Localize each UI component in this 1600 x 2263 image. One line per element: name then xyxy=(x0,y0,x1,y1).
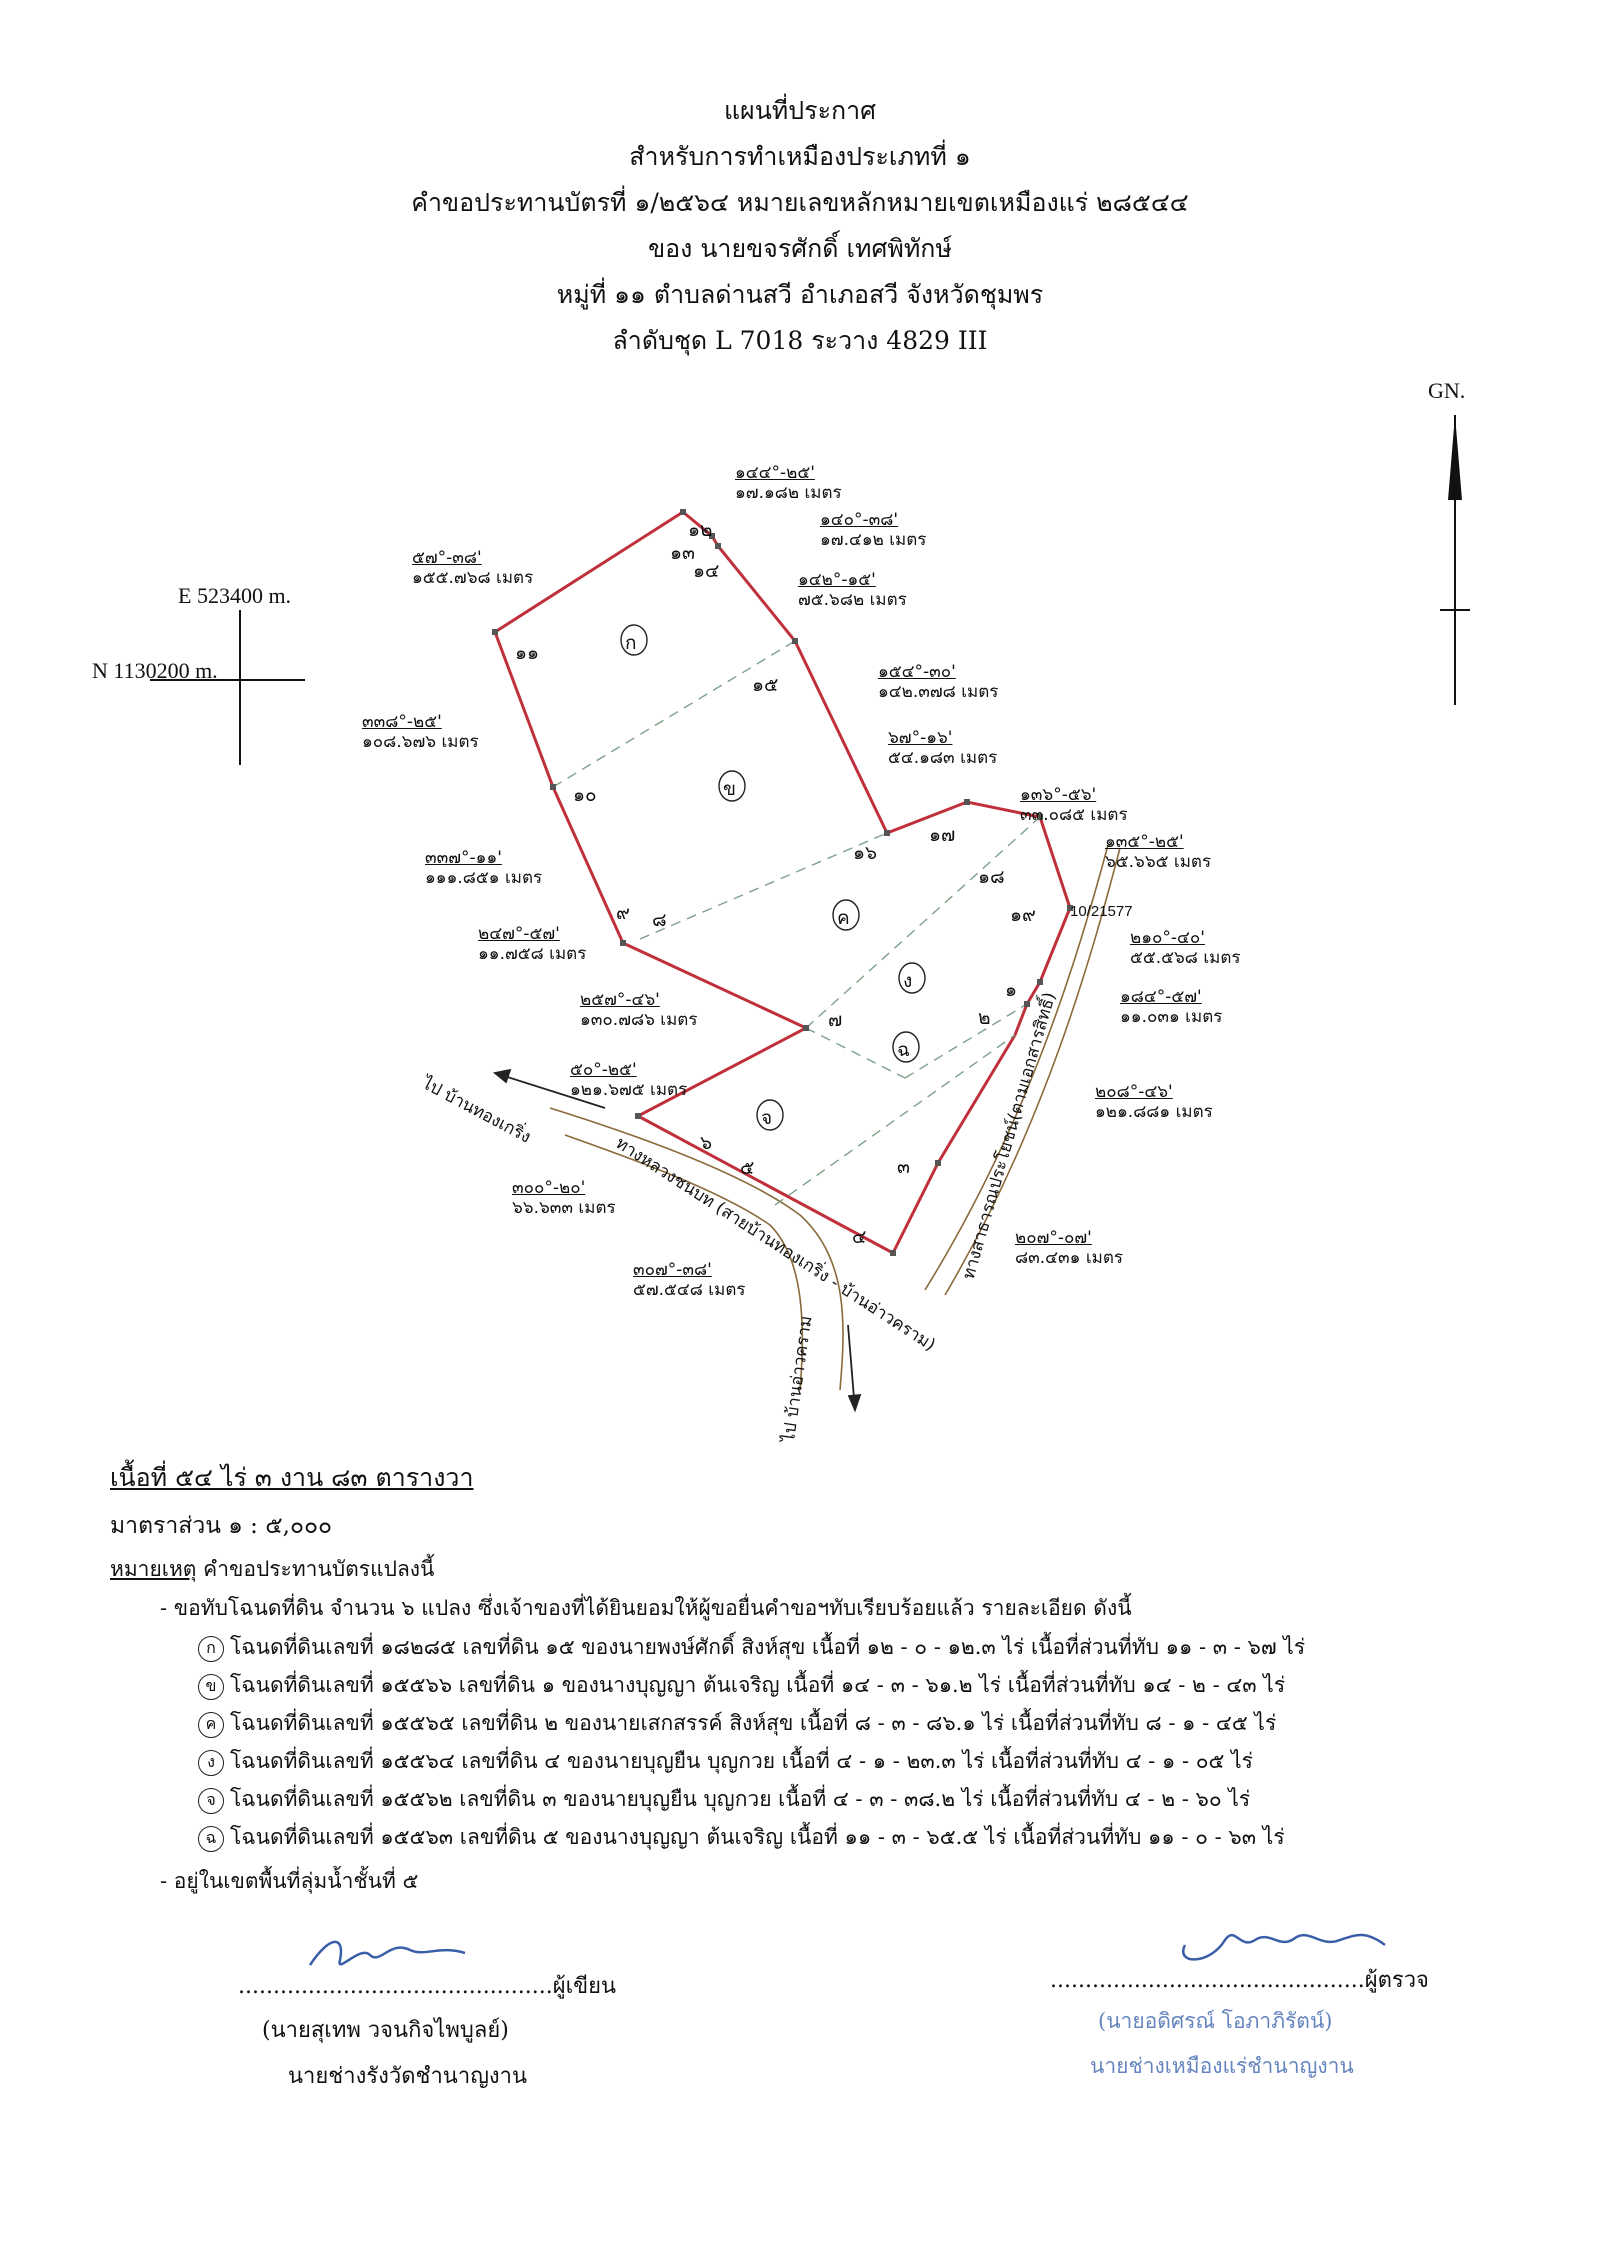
marker-label: 10/21577 xyxy=(1070,903,1133,920)
bearing-distance: ๑๔๒°-๑๕'๗๕.๖๘๒ เมตร xyxy=(798,570,907,610)
checker-name: (นายอดิศรณ์ โอภาภิรัตน์) xyxy=(1098,2009,1333,2033)
checker-sign-line: ........................................… xyxy=(1050,1968,1429,1993)
writer-name: (นายสุเทพ วจนกิจไพบูลย์) xyxy=(262,2018,509,2043)
deed-row: ฉโฉนดที่ดินเลขที่ ๑๕๕๖๓ เลขที่ดิน ๕ ของน… xyxy=(198,1821,1285,1854)
pillar-label: ๑๐ xyxy=(573,784,597,806)
pillar-label: ๕ xyxy=(740,1157,755,1179)
bearing-distance: ๒๑๐°-๔๐'๕๕.๕๖๘ เมตร xyxy=(1130,928,1241,968)
road-direction-arrows xyxy=(492,1068,862,1413)
checker-title: นายช่างเหมืองแร่ชำนาญงาน xyxy=(1090,2054,1354,2078)
bearing-distance: ๕๐°-๒๕'๑๒๑.๖๗๕ เมตร xyxy=(570,1060,688,1100)
bearing-distance: ๑๕๔°-๓๐'๑๔๒.๓๗๘ เมตร xyxy=(878,662,999,702)
boundary-pillars xyxy=(492,509,1073,1256)
pillar-label: ๑๘ xyxy=(978,866,1005,888)
pillar-label: ๖ xyxy=(700,1132,713,1154)
deed-row: งโฉนดที่ดินเลขที่ ๑๕๕๖๔ เลขที่ดิน ๔ ของน… xyxy=(198,1745,1253,1778)
remarks-title: หมายเหตุ xyxy=(110,1557,197,1581)
parcel-label: ก xyxy=(625,632,637,654)
location: หมู่ที่ ๑๑ ตำบลด่านสวี อำเภอสวี จังหวัดช… xyxy=(556,280,1044,309)
concession-map xyxy=(492,509,1121,1413)
parcel-label: จ xyxy=(761,1107,773,1129)
bearing-distance: ๑๓๖°-๕๖'๓๓.๐๘๕ เมตร xyxy=(1020,785,1128,825)
pillar-label: ๑๙ xyxy=(1010,904,1036,926)
parcel-dividers xyxy=(552,640,1041,1206)
grid-cross xyxy=(150,610,305,765)
bearing-distance: ๑๘๔°-๕๗'๑๑.๐๓๑ เมตร xyxy=(1120,987,1223,1027)
bearing-distance: ๒๔๗°-๕๗'๑๑.๗๕๘ เมตร xyxy=(478,924,587,964)
deed-row: กโฉนดที่ดินเลขที่ ๑๘๒๘๕ เลขที่ดิน ๑๕ ของ… xyxy=(198,1631,1305,1664)
parcel-label: ค xyxy=(837,907,850,929)
bearing-distance: ๒๕๗°-๔๖'๑๓๐.๗๘๖ เมตร xyxy=(580,990,698,1030)
bearing-distance: ๑๔๔°-๒๕'๑๗.๑๘๒ เมตร xyxy=(735,463,842,503)
public-road xyxy=(924,844,1121,1296)
scale-label: มาตราส่วน ๑ : ๕,๐๐๐ xyxy=(110,1513,333,1539)
parcel-label: ข xyxy=(723,778,736,800)
easting-label: E 523400 m. xyxy=(178,583,292,608)
bearing-distance: ๒๐๘°-๔๖'๑๒๑.๘๘๑ เมตร xyxy=(1095,1082,1213,1122)
pillar-label: ๓ xyxy=(897,1156,910,1178)
pillar-label: ๗ xyxy=(828,1009,843,1031)
deed-row: จโฉนดที่ดินเลขที่ ๑๕๕๖๒ เลขที่ดิน ๓ ของน… xyxy=(198,1783,1250,1816)
north-arrow-icon xyxy=(1440,415,1470,705)
bearing-distance: ๓๓๗°-๑๑'๑๑๑.๘๕๑ เมตร xyxy=(425,848,543,888)
deed-row: ขโฉนดที่ดินเลขที่ ๑๕๕๖๖ เลขที่ดิน ๑ ของน… xyxy=(198,1669,1285,1702)
pillar-label: ๒ xyxy=(978,1007,991,1029)
pillar-label: ๑ xyxy=(1005,979,1018,1001)
remarks-intro: คำขอประทานบัตรแปลงนี้ xyxy=(203,1557,435,1581)
bearing-distance: ๓๐๐°-๒๐'๖๖.๖๓๓ เมตร xyxy=(512,1178,616,1218)
bearing-distance: ๓๐๗°-๓๘'๕๗.๕๔๘ เมตร xyxy=(633,1260,746,1300)
applicant-name: ของ นายขจรศักดิ์ เทศพิทักษ์ xyxy=(648,234,952,263)
writer-title: นายช่างรังวัดชำนาญงาน xyxy=(288,2064,528,2089)
deed-row: คโฉนดที่ดินเลขที่ ๑๕๕๖๕ เลขที่ดิน ๒ ของน… xyxy=(198,1707,1276,1740)
bearing-distance: ๖๗°-๑๖'๕๔.๑๘๓ เมตร xyxy=(888,728,998,768)
pillar-label: ๔ xyxy=(852,1226,867,1248)
pillar-label: ๑๑ xyxy=(515,642,540,664)
bearing-distance: ๑๓๕°-๒๕'๖๕.๖๖๕ เมตร xyxy=(1105,832,1212,872)
pillar-label: ๑๒ xyxy=(688,519,713,541)
remarks-heading: หมายเหตุ คำขอประทานบัตรแปลงนี้ xyxy=(110,1553,434,1586)
bearing-distance: ๓๓๘°-๒๕'๑๐๘.๖๗๖ เมตร xyxy=(362,712,479,752)
highway-road xyxy=(549,1107,844,1391)
bearing-distance: ๒๐๗°-๐๗'๘๓.๔๓๑ เมตร xyxy=(1015,1228,1124,1268)
pillar-label: ๑๖ xyxy=(853,842,878,864)
parcel-label: ฉ xyxy=(897,1039,910,1061)
north-label: GN. xyxy=(1428,378,1466,403)
pillar-label: ๑๓ xyxy=(670,542,696,564)
pillar-label: ๑๗ xyxy=(929,824,956,846)
pillar-label: ๑๔ xyxy=(693,560,720,582)
map-sheet: ลำดับชุด L 7018 ระวาง 4829 III xyxy=(612,326,988,355)
area-total: เนื้อที่ ๕๔ ไร่ ๓ งาน ๘๓ ตารางวา xyxy=(110,1463,474,1492)
pillar-label: ๘ xyxy=(652,909,667,931)
title-block: แผนที่ประกาศ สำหรับการทำเหมืองประเภทที่ … xyxy=(0,88,1600,364)
remarks-line-1: - ขอทับโฉนดที่ดิน จำนวน ๖ แปลง ซึ่งเจ้าข… xyxy=(160,1596,1132,1620)
bearing-distance: ๕๗°-๓๘'๑๕๕.๗๖๘ เมตร xyxy=(412,548,534,588)
mining-type: สำหรับการทำเหมืองประเภทที่ ๑ xyxy=(629,142,971,171)
parcel-label: ง xyxy=(903,970,913,992)
bearing-distance: ๑๔๐°-๓๘'๑๗.๔๑๒ เมตร xyxy=(820,510,927,550)
northing-label: N 1130200 m. xyxy=(92,658,218,683)
pillar-label: ๑๕ xyxy=(752,674,779,696)
writer-sign-line: ........................................… xyxy=(238,1974,617,1999)
checker-signature xyxy=(1182,1933,1386,1961)
remarks-line-2: - อยู่ในเขตพื้นที่ลุ่มน้ำชั้นที่ ๕ xyxy=(160,1869,419,1893)
map-title: แผนที่ประกาศ xyxy=(723,96,877,125)
pillar-label: ๙ xyxy=(616,902,630,924)
parcel-circles xyxy=(620,624,926,1131)
application-number: คำขอประทานบัตรที่ ๑/๒๕๖๔ หมายเลขหลักหมาย… xyxy=(411,188,1189,217)
writer-signature xyxy=(308,1940,466,1966)
